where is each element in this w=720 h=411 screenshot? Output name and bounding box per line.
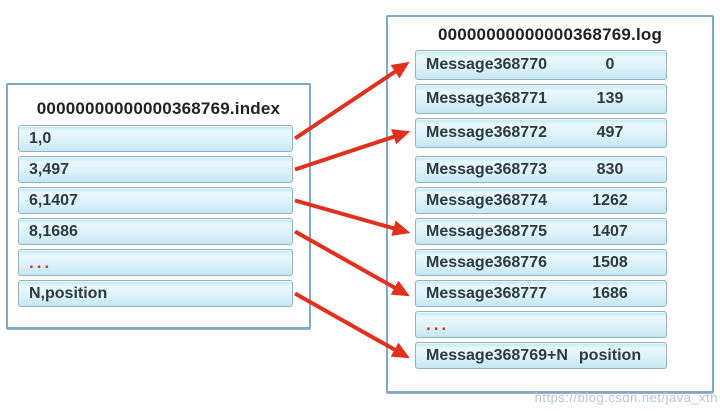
index-row: ...: [18, 249, 293, 276]
log-message-name: Message368771: [426, 90, 547, 107]
log-row: Message368775 1407: [415, 218, 667, 245]
index-row: 6,1407: [18, 187, 293, 214]
log-message-name: ...: [426, 314, 450, 334]
log-message-name: Message368773: [426, 160, 547, 178]
log-row: Message368772 497: [415, 118, 667, 148]
index-rows: 1,0 3,497 6,1407 8,1686... N,position: [18, 125, 293, 311]
index-file-title: 00000000000000368769.index: [36, 99, 281, 118]
log-message-name: Message368775: [426, 222, 547, 240]
log-row: Message368773 830: [415, 156, 667, 183]
log-message-offset: 830: [596, 160, 624, 178]
log-message-offset: 1508: [592, 253, 628, 271]
log-message-name: Message368769+N: [426, 346, 568, 364]
log-row: Message368777 1686: [415, 280, 667, 307]
index-row: 3,497: [18, 156, 293, 183]
log-message-offset: position: [578, 346, 642, 364]
log-message-name: Message368772: [426, 124, 547, 141]
log-row: Message368769+N position: [415, 342, 667, 369]
index-row: 1,0: [18, 125, 293, 152]
index-file-box: 00000000000000368769.index 1,0 3,497 6,140…: [6, 83, 311, 329]
log-message-offset: 0: [605, 56, 615, 73]
index-row: N,position: [18, 280, 293, 307]
log-message-offset: 1262: [592, 191, 628, 209]
log-message-offset: 1407: [592, 222, 628, 240]
watermark-url: https://blog.csdn.net/java_xth: [534, 390, 718, 405]
log-row: Message368771 139: [415, 84, 667, 114]
log-message-offset: 1686: [592, 284, 628, 302]
log-message-name: Message368776: [426, 253, 547, 271]
log-message-offset: 139: [596, 90, 624, 107]
log-message-name: Message368777: [426, 284, 547, 302]
log-file-title: 00000000000000368769.log: [437, 25, 663, 44]
log-message-name: Message368770: [426, 56, 547, 73]
log-row: Message368776 1508: [415, 249, 667, 276]
log-row: ...: [415, 311, 667, 338]
log-message-name: Message368774: [426, 191, 547, 209]
log-row: Message368774 1262: [415, 187, 667, 214]
index-row: 8,1686: [18, 218, 293, 245]
log-message-offset: 497: [596, 124, 624, 141]
log-row: Message368770 0: [415, 50, 667, 80]
